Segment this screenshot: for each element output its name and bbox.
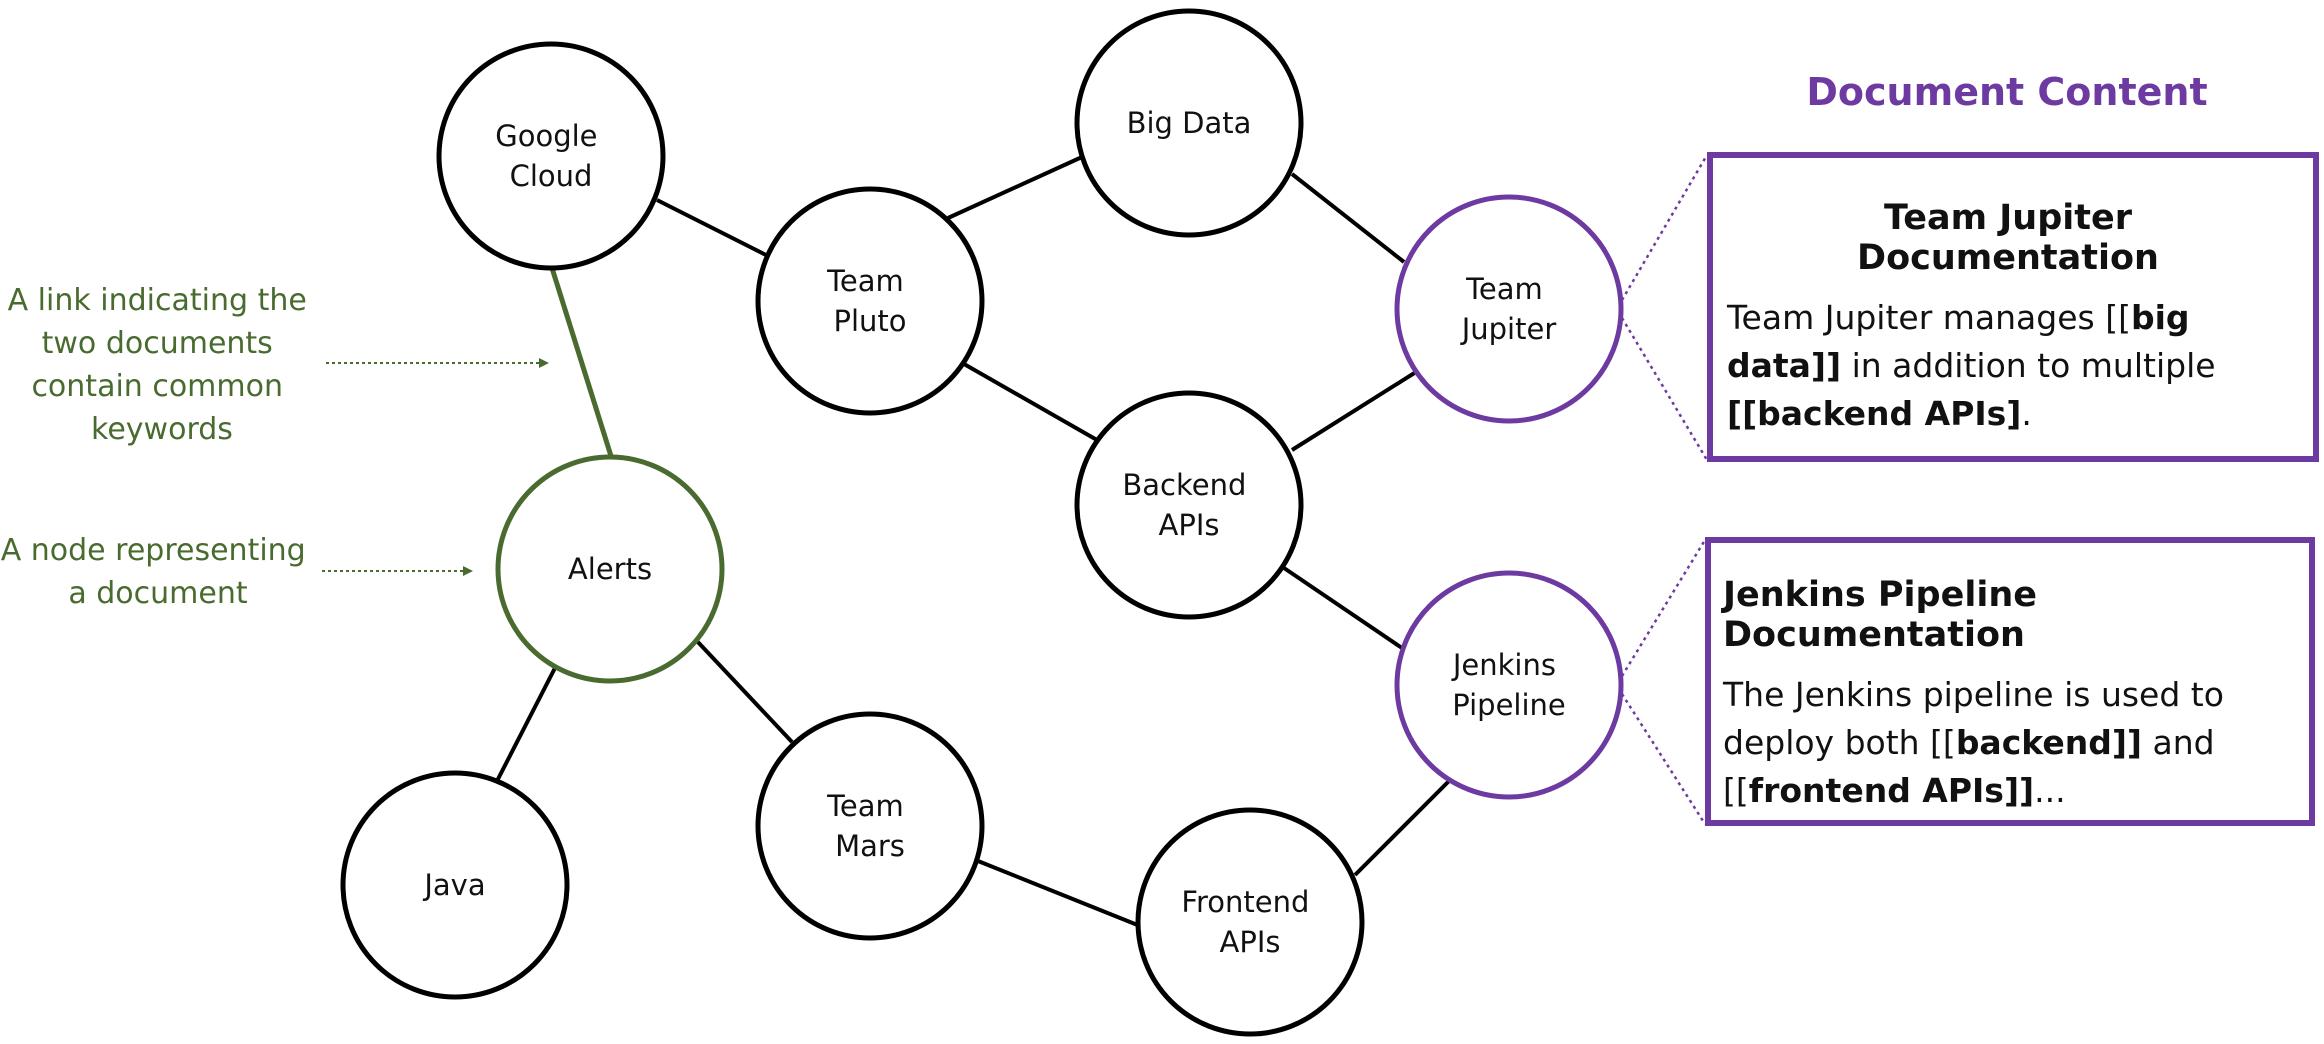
annotation-line: A node representing (1, 533, 306, 568)
team-jupiter-document-box: Team Jupiter Documentation Team Jupiter … (1707, 152, 2319, 462)
annotation-line: two documents (42, 326, 273, 361)
edge-backend-apis-jenkins-pipeline (1282, 566, 1404, 650)
node-team-pluto[interactable]: Team Pluto (755, 186, 985, 416)
node-label-line: Google (495, 119, 597, 153)
node-label-line: Big Data (1127, 106, 1252, 140)
annotation-line: contain common (31, 369, 283, 404)
edge-google-cloud-team-pluto (656, 198, 769, 258)
node-label-line: Team (826, 264, 904, 298)
edge-team-pluto-big-data (947, 155, 1083, 220)
svg-text:Frontend APIs: Frontend APIs (1181, 885, 1318, 959)
annotation-line: keywords (91, 412, 233, 447)
svg-text:Backend APIs: Backend APIs (1122, 468, 1255, 542)
doc-text: ... (2034, 771, 2066, 810)
callout-line-jenkins-bottom (1620, 693, 1707, 825)
node-label-line: Team (826, 789, 904, 823)
node-annotation: A node representing a document (1, 533, 316, 611)
callout-line-jupiter-bottom (1620, 317, 1709, 461)
node-label-line: Backend (1122, 468, 1246, 502)
edge-frontend-apis-jenkins-pipeline (1353, 778, 1452, 877)
doc-text: Team Jupiter manages [[ (1727, 298, 2131, 337)
jenkins-pipeline-document-body: The Jenkins pipeline is used to deploy b… (1723, 671, 2295, 815)
node-java[interactable]: Java (340, 770, 570, 1000)
edge-alerts-team-mars (694, 638, 794, 744)
svg-text:Team Pluto: Team Pluto (826, 264, 913, 338)
edge-google-cloud-alerts (549, 267, 614, 457)
svg-text:Team Mars: Team Mars (826, 789, 913, 863)
node-label-line: Team (1465, 272, 1543, 306)
edge-big-data-team-jupiter (1290, 172, 1406, 264)
doc-keyword: [[backend APIs] (1727, 394, 2022, 433)
node-backend-apis[interactable]: Backend APIs (1074, 390, 1304, 620)
annotation-arrows (322, 358, 549, 576)
jenkins-pipeline-document-box: Jenkins Pipeline Documentation The Jenki… (1705, 537, 2315, 826)
node-label-line: Jupiter (1460, 312, 1557, 346)
annotation-line: A link indicating the (8, 283, 307, 318)
nodes: Google Cloud Big Data Team Pluto Team Ju… (340, 8, 1624, 1037)
team-jupiter-document-title: Team Jupiter Documentation (1857, 198, 2159, 278)
node-label-line: Pluto (833, 304, 906, 338)
node-frontend-apis[interactable]: Frontend APIs (1135, 807, 1365, 1037)
doc-text: in addition to multiple (1841, 346, 2216, 385)
node-label-line: APIs (1220, 925, 1281, 959)
team-jupiter-document-body: Team Jupiter manages [[big data]] in add… (1727, 294, 2289, 438)
node-label-line: Pipeline (1452, 688, 1566, 722)
doc-text: . (2021, 394, 2032, 433)
doc-text: and [[ (1723, 723, 2215, 810)
node-label-line: Jenkins (1451, 648, 1556, 682)
svg-text:Jenkins Pipeline: Jenkins Pipeline (1451, 648, 1566, 722)
doc-keyword: frontend APIs]] (1748, 771, 2035, 810)
node-label-line: Mars (835, 829, 905, 863)
edges (495, 155, 1452, 928)
node-big-data[interactable]: Big Data (1074, 8, 1304, 238)
node-label-line: Frontend (1181, 885, 1309, 919)
callout-line-jupiter-top (1620, 154, 1709, 301)
edge-team-pluto-backend-apis (963, 362, 1098, 442)
node-jenkins-pipeline[interactable]: Jenkins Pipeline (1394, 570, 1624, 800)
callout-connectors (1620, 154, 1709, 825)
node-team-jupiter[interactable]: Team Jupiter (1394, 194, 1624, 424)
doc-text: The Jenkins pipeline is used to deploy b… (1723, 675, 2224, 762)
svg-text:Alerts: Alerts (568, 552, 652, 586)
node-alerts[interactable]: Alerts (495, 454, 725, 684)
doc-keyword: backend]] (1955, 723, 2142, 762)
callout-line-jenkins-top (1620, 539, 1707, 677)
doc-keyword: big data]] (1727, 298, 2190, 385)
node-label-line: APIs (1159, 508, 1220, 542)
edge-team-mars-frontend-apis (977, 859, 1141, 928)
node-google-cloud[interactable]: Google Cloud (436, 41, 666, 271)
document-content-title: Document Content (1806, 70, 2207, 114)
svg-text:Team Jupiter: Team Jupiter (1460, 272, 1557, 346)
node-label-line: Cloud (510, 159, 593, 193)
node-label-line: Java (422, 868, 485, 902)
svg-text:Java: Java (422, 868, 485, 902)
node-label-line: Alerts (568, 552, 652, 586)
svg-text:Big Data: Big Data (1127, 106, 1252, 140)
node-team-mars[interactable]: Team Mars (755, 711, 985, 941)
annotation-line: a document (68, 576, 248, 611)
svg-text:Google Cloud: Google Cloud (495, 119, 606, 193)
link-annotation: A link indicating the two documents cont… (8, 283, 317, 447)
edge-backend-apis-team-jupiter (1290, 370, 1418, 452)
edge-alerts-java (495, 665, 558, 782)
jenkins-pipeline-document-title: Jenkins Pipeline Documentation (1723, 575, 2037, 655)
